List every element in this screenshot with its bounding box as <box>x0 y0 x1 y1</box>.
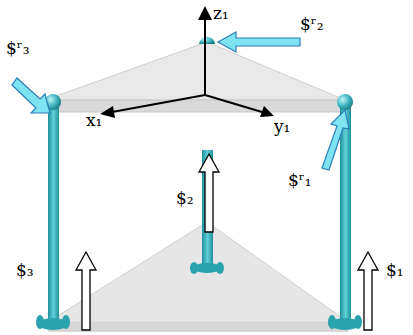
screw-label: $₂ <box>176 190 194 207</box>
base-plate <box>48 222 348 322</box>
screw-label: $₁ <box>386 262 404 279</box>
left-joint-pin <box>62 315 70 329</box>
spherical-joint <box>199 37 215 44</box>
middle-joint-pin <box>190 262 198 274</box>
coordinate-axes <box>100 6 274 118</box>
actuation-screw-arrow <box>76 154 378 330</box>
right-joint-pin <box>328 315 336 329</box>
left-joint-pin <box>36 315 44 329</box>
right-joint-pin <box>354 315 362 329</box>
axis-label: y₁ <box>274 118 290 135</box>
base-plate-edge <box>48 322 348 332</box>
screw-label: $₃ <box>16 262 34 279</box>
wrench-label: $ʳ₂ <box>300 16 324 33</box>
middle-joint-pin <box>216 262 224 274</box>
left-leg <box>48 106 59 324</box>
right-leg <box>340 106 351 324</box>
spherical-joint <box>337 94 353 110</box>
wrench-label: $ʳ₃ <box>6 40 30 57</box>
axis-label: z₁ <box>213 5 229 22</box>
axis-label: x₁ <box>86 112 102 129</box>
constraint-wrench-arrow <box>12 32 349 170</box>
moving-platform-edge <box>45 100 345 112</box>
moving-platform <box>45 42 345 100</box>
wrench-label: $ʳ₁ <box>288 172 312 189</box>
